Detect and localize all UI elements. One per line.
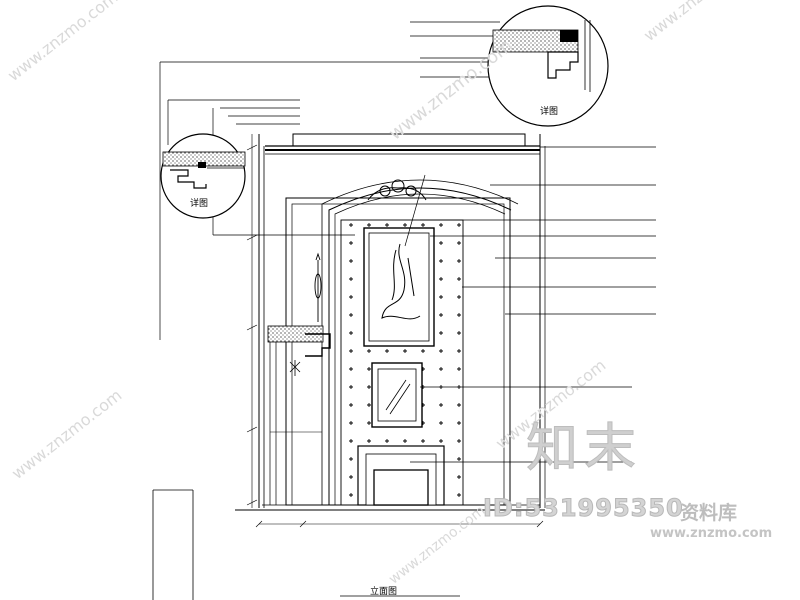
watermark-site-url: www.znzmo.com xyxy=(650,526,773,541)
left-detail-circle xyxy=(160,133,246,219)
watermark-library: 资料库 xyxy=(680,502,738,524)
left-dimension-line xyxy=(246,134,258,508)
bottom-dimension-line xyxy=(255,520,544,528)
drawing-title: 立面图 xyxy=(370,587,398,597)
watermark-brand: 知末 xyxy=(525,419,643,480)
title-block xyxy=(152,489,460,600)
top-detail-label: 详图 xyxy=(540,107,559,117)
watermark-id: ID:531995350 xyxy=(483,494,684,523)
top-detail-circle xyxy=(487,5,609,127)
left-detail-label: 详图 xyxy=(190,199,209,209)
wall-elevation xyxy=(235,133,546,511)
right-leader-lines xyxy=(410,146,656,463)
